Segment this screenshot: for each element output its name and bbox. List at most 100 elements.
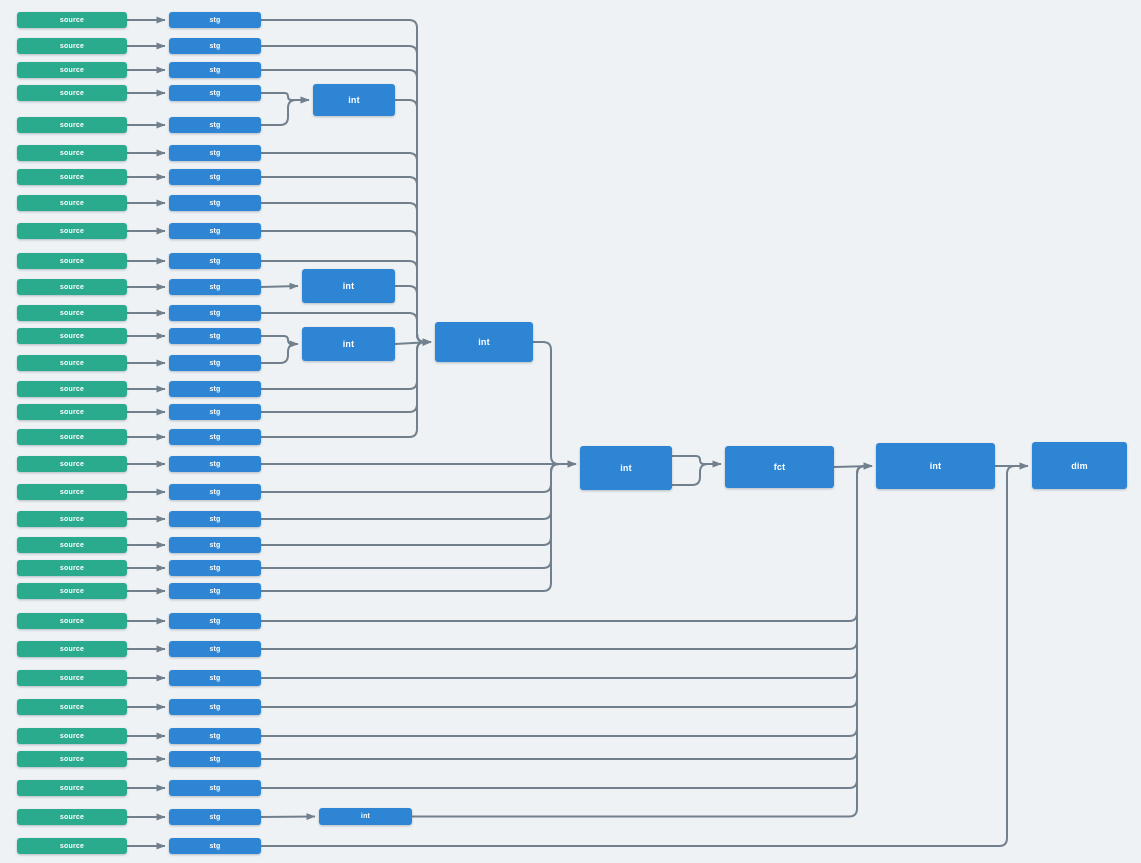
source-node-label: source (59, 732, 85, 740)
stg-node[interactable]: stg (169, 145, 261, 161)
stg-node[interactable]: stg (169, 253, 261, 269)
source-node[interactable]: source (17, 253, 127, 269)
source-node[interactable]: source (17, 328, 127, 344)
stg-node[interactable]: stg (169, 429, 261, 445)
edge (261, 460, 577, 569)
source-node-label: source (59, 515, 85, 523)
source-node[interactable]: source (17, 145, 127, 161)
source-node[interactable]: source (17, 355, 127, 371)
source-node-label: source (59, 283, 85, 291)
stg-node[interactable]: stg (169, 484, 261, 500)
stg-node[interactable]: stg (169, 641, 261, 657)
source-node[interactable]: source (17, 670, 127, 686)
source-node[interactable]: source (17, 38, 127, 54)
source-node[interactable]: source (17, 699, 127, 715)
source-node[interactable]: source (17, 613, 127, 629)
fct-node[interactable]: fct (725, 446, 834, 488)
stg-node[interactable]: stg (169, 699, 261, 715)
source-node[interactable]: source (17, 728, 127, 744)
source-node[interactable]: source (17, 780, 127, 796)
stg-node-label: stg (209, 66, 221, 74)
dim-node[interactable]: dim (1032, 442, 1127, 489)
source-node[interactable]: source (17, 305, 127, 321)
source-node[interactable]: source (17, 404, 127, 420)
stg-node[interactable]: stg (169, 328, 261, 344)
stg-node[interactable]: stg (169, 305, 261, 321)
source-node-label: source (59, 541, 85, 549)
source-node[interactable]: source (17, 809, 127, 825)
source-node-label: source (59, 199, 85, 207)
stg-node[interactable]: stg (169, 355, 261, 371)
stg-node-label: stg (209, 199, 221, 207)
stg-node[interactable]: stg (169, 838, 261, 854)
edge (260, 282, 299, 290)
stg-node[interactable]: stg (169, 780, 261, 796)
stg-node[interactable]: stg (169, 613, 261, 629)
int-node-label: int (342, 339, 355, 349)
source-node[interactable]: source (17, 537, 127, 553)
source-node-label: source (59, 257, 85, 265)
int-node[interactable]: int (302, 269, 395, 303)
source-node[interactable]: source (17, 381, 127, 397)
stg-node[interactable]: stg (169, 38, 261, 54)
source-node[interactable]: source (17, 583, 127, 599)
source-node[interactable]: source (17, 169, 127, 185)
edge (395, 99, 432, 346)
source-node-label: source (59, 149, 85, 157)
int-node[interactable]: int (313, 84, 395, 116)
source-node[interactable]: source (17, 12, 127, 28)
source-node-label: source (59, 121, 85, 129)
source-node[interactable]: source (17, 62, 127, 78)
stg-node[interactable]: stg (169, 195, 261, 211)
stg-node[interactable]: stg (169, 583, 261, 599)
stg-node[interactable]: stg (169, 12, 261, 28)
stg-node[interactable]: stg (169, 560, 261, 576)
source-node[interactable]: source (17, 429, 127, 445)
stg-node[interactable]: stg (169, 537, 261, 553)
stg-node-label: stg (209, 674, 221, 682)
stg-node-label: stg (209, 121, 221, 129)
stg-node[interactable]: stg (169, 381, 261, 397)
stg-node[interactable]: stg (169, 279, 261, 295)
stg-node[interactable]: stg (169, 404, 261, 420)
source-node[interactable]: source (17, 838, 127, 854)
int-node-label: int (620, 463, 632, 473)
edge (261, 96, 310, 126)
stg-node[interactable]: stg (169, 728, 261, 744)
edge (261, 340, 299, 364)
source-node-label: source (59, 332, 85, 340)
source-node[interactable]: source (17, 456, 127, 472)
source-node[interactable]: source (17, 117, 127, 133)
stg-node[interactable]: stg (169, 809, 261, 825)
source-node[interactable]: source (17, 511, 127, 527)
stg-node[interactable]: stg (169, 85, 261, 101)
int-node[interactable]: int (876, 443, 995, 489)
source-node[interactable]: source (17, 195, 127, 211)
source-node-label: source (59, 645, 85, 653)
source-node[interactable]: source (17, 279, 127, 295)
stg-node[interactable]: stg (169, 670, 261, 686)
source-node[interactable]: source (17, 484, 127, 500)
stg-node-label: stg (209, 227, 221, 235)
int-node[interactable]: int (319, 808, 412, 825)
stg-node[interactable]: stg (169, 456, 261, 472)
source-node[interactable]: source (17, 641, 127, 657)
stg-node[interactable]: stg (169, 751, 261, 767)
int-node[interactable]: int (580, 446, 672, 490)
edge (672, 460, 722, 486)
source-node[interactable]: source (17, 560, 127, 576)
source-node[interactable]: source (17, 751, 127, 767)
stg-node[interactable]: stg (169, 117, 261, 133)
source-node-label: source (59, 433, 85, 441)
source-node[interactable]: source (17, 223, 127, 239)
source-node[interactable]: source (17, 85, 127, 101)
int-node[interactable]: int (302, 327, 395, 361)
stg-node[interactable]: stg (169, 62, 261, 78)
stg-node[interactable]: stg (169, 511, 261, 527)
int-node[interactable]: int (435, 322, 533, 362)
edge (261, 462, 873, 737)
stg-node-label: stg (209, 149, 221, 157)
stg-node[interactable]: stg (169, 169, 261, 185)
stg-node[interactable]: stg (169, 223, 261, 239)
